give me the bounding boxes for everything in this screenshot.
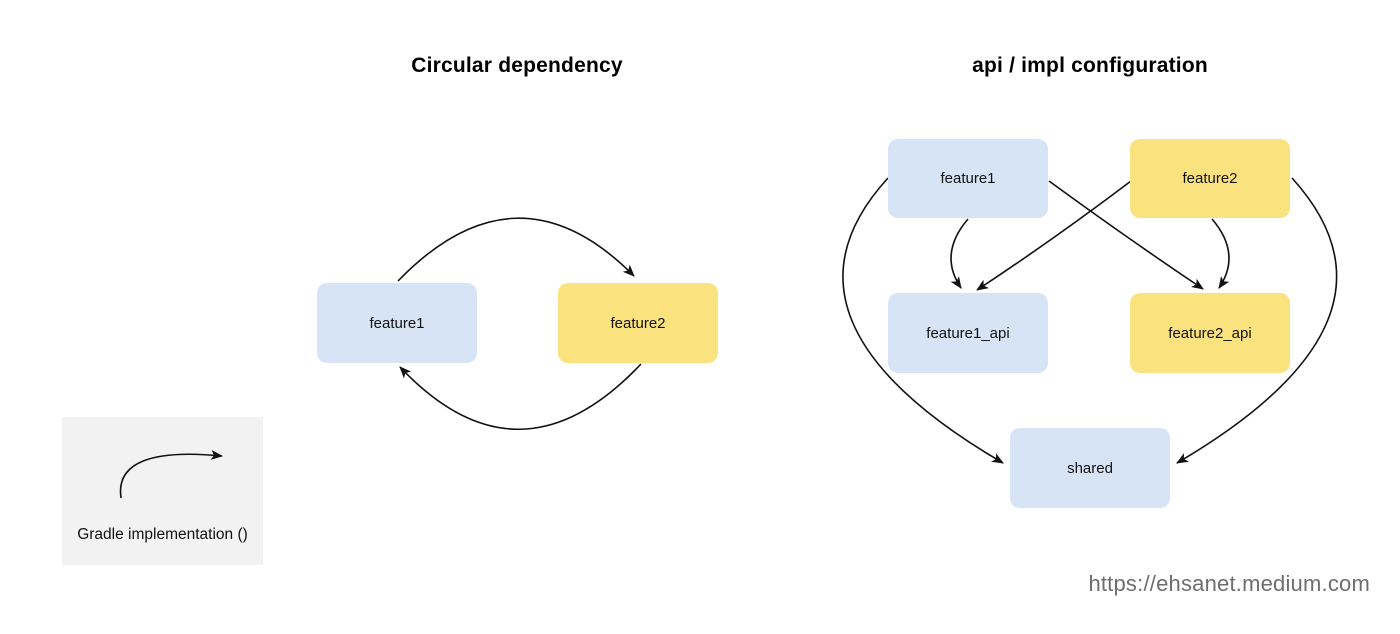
- left-diagram-title: Circular dependency: [411, 54, 623, 77]
- legend-label: Gradle implementation (): [77, 526, 248, 543]
- node-feature2-api: feature2_api: [1130, 293, 1290, 373]
- node-label: feature1: [940, 170, 996, 187]
- watermark-url: https://ehsanet.medium.com: [1088, 571, 1370, 596]
- node-feature2-left: feature2: [558, 283, 718, 363]
- node-label: feature2_api: [1168, 324, 1252, 342]
- edge-feature2-to-feature1-arrow: [399, 363, 642, 431]
- node-feature2-right: feature2: [1130, 139, 1290, 218]
- edge-feature1-to-feature2-arrow: [397, 217, 635, 282]
- node-label: shared: [1067, 459, 1113, 477]
- legend-box: Gradle implementation (): [62, 417, 263, 565]
- node-feature1-right: feature1: [888, 139, 1048, 218]
- node-label: feature2: [610, 314, 666, 332]
- node-feature1-left: feature1: [317, 283, 477, 363]
- right-diagram-title: api / impl configuration: [972, 54, 1208, 77]
- node-label: feature1_api: [926, 324, 1010, 342]
- curved-arrow-icon: [119, 449, 223, 499]
- node-label: feature2: [1182, 170, 1238, 187]
- node-label: feature1: [369, 314, 425, 332]
- edge-feature1-to-feature1api-arrow: [950, 218, 969, 289]
- edge-feature2-to-feature2api-arrow: [1211, 218, 1230, 289]
- node-shared: shared: [1010, 428, 1170, 508]
- node-feature1-api: feature1_api: [888, 293, 1048, 373]
